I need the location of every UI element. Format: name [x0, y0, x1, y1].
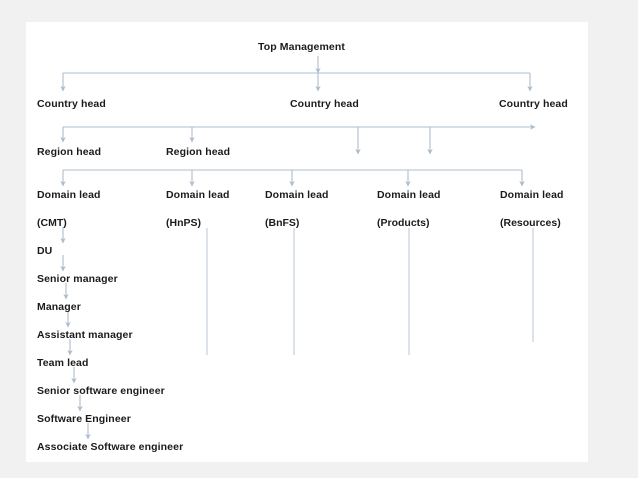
node-region-head-1[interactable]: Region head	[37, 146, 102, 158]
label-domain-hnps: (HnPS)	[166, 217, 201, 229]
node-chain-assistant-manager[interactable]: Assistant manager	[37, 329, 133, 341]
node-domain-lead-3[interactable]: Domain lead	[265, 189, 329, 201]
label-domain-cmt: (CMT)	[37, 217, 67, 229]
node-domain-lead-5[interactable]: Domain lead	[500, 189, 564, 201]
node-chain-software-engineer[interactable]: Software Engineer	[37, 413, 131, 425]
label-domain-resources: (Resources)	[500, 217, 561, 229]
node-domain-lead-4[interactable]: Domain lead	[377, 189, 441, 201]
node-chain-du[interactable]: DU	[37, 245, 53, 257]
node-country-head-3[interactable]: Country head	[499, 98, 568, 110]
node-chain-team-lead[interactable]: Team lead	[37, 357, 89, 369]
label-domain-bnfs: (BnFS)	[265, 217, 300, 229]
node-chain-manager[interactable]: Manager	[37, 301, 81, 313]
node-domain-lead-1[interactable]: Domain lead	[37, 189, 101, 201]
node-country-head-2[interactable]: Country head	[290, 98, 359, 110]
node-top-management[interactable]: Top Management	[258, 41, 345, 53]
label-domain-products: (Products)	[377, 217, 430, 229]
node-chain-associate-software-engineer[interactable]: Associate Software engineer	[37, 441, 184, 453]
node-country-head-1[interactable]: Country head	[37, 98, 106, 110]
slide-canvas	[26, 22, 588, 462]
node-chain-senior-manager[interactable]: Senior manager	[37, 273, 118, 285]
node-region-head-2[interactable]: Region head	[166, 146, 231, 158]
node-chain-senior-software-engineer[interactable]: Senior software engineer	[37, 385, 165, 397]
node-domain-lead-2[interactable]: Domain lead	[166, 189, 230, 201]
